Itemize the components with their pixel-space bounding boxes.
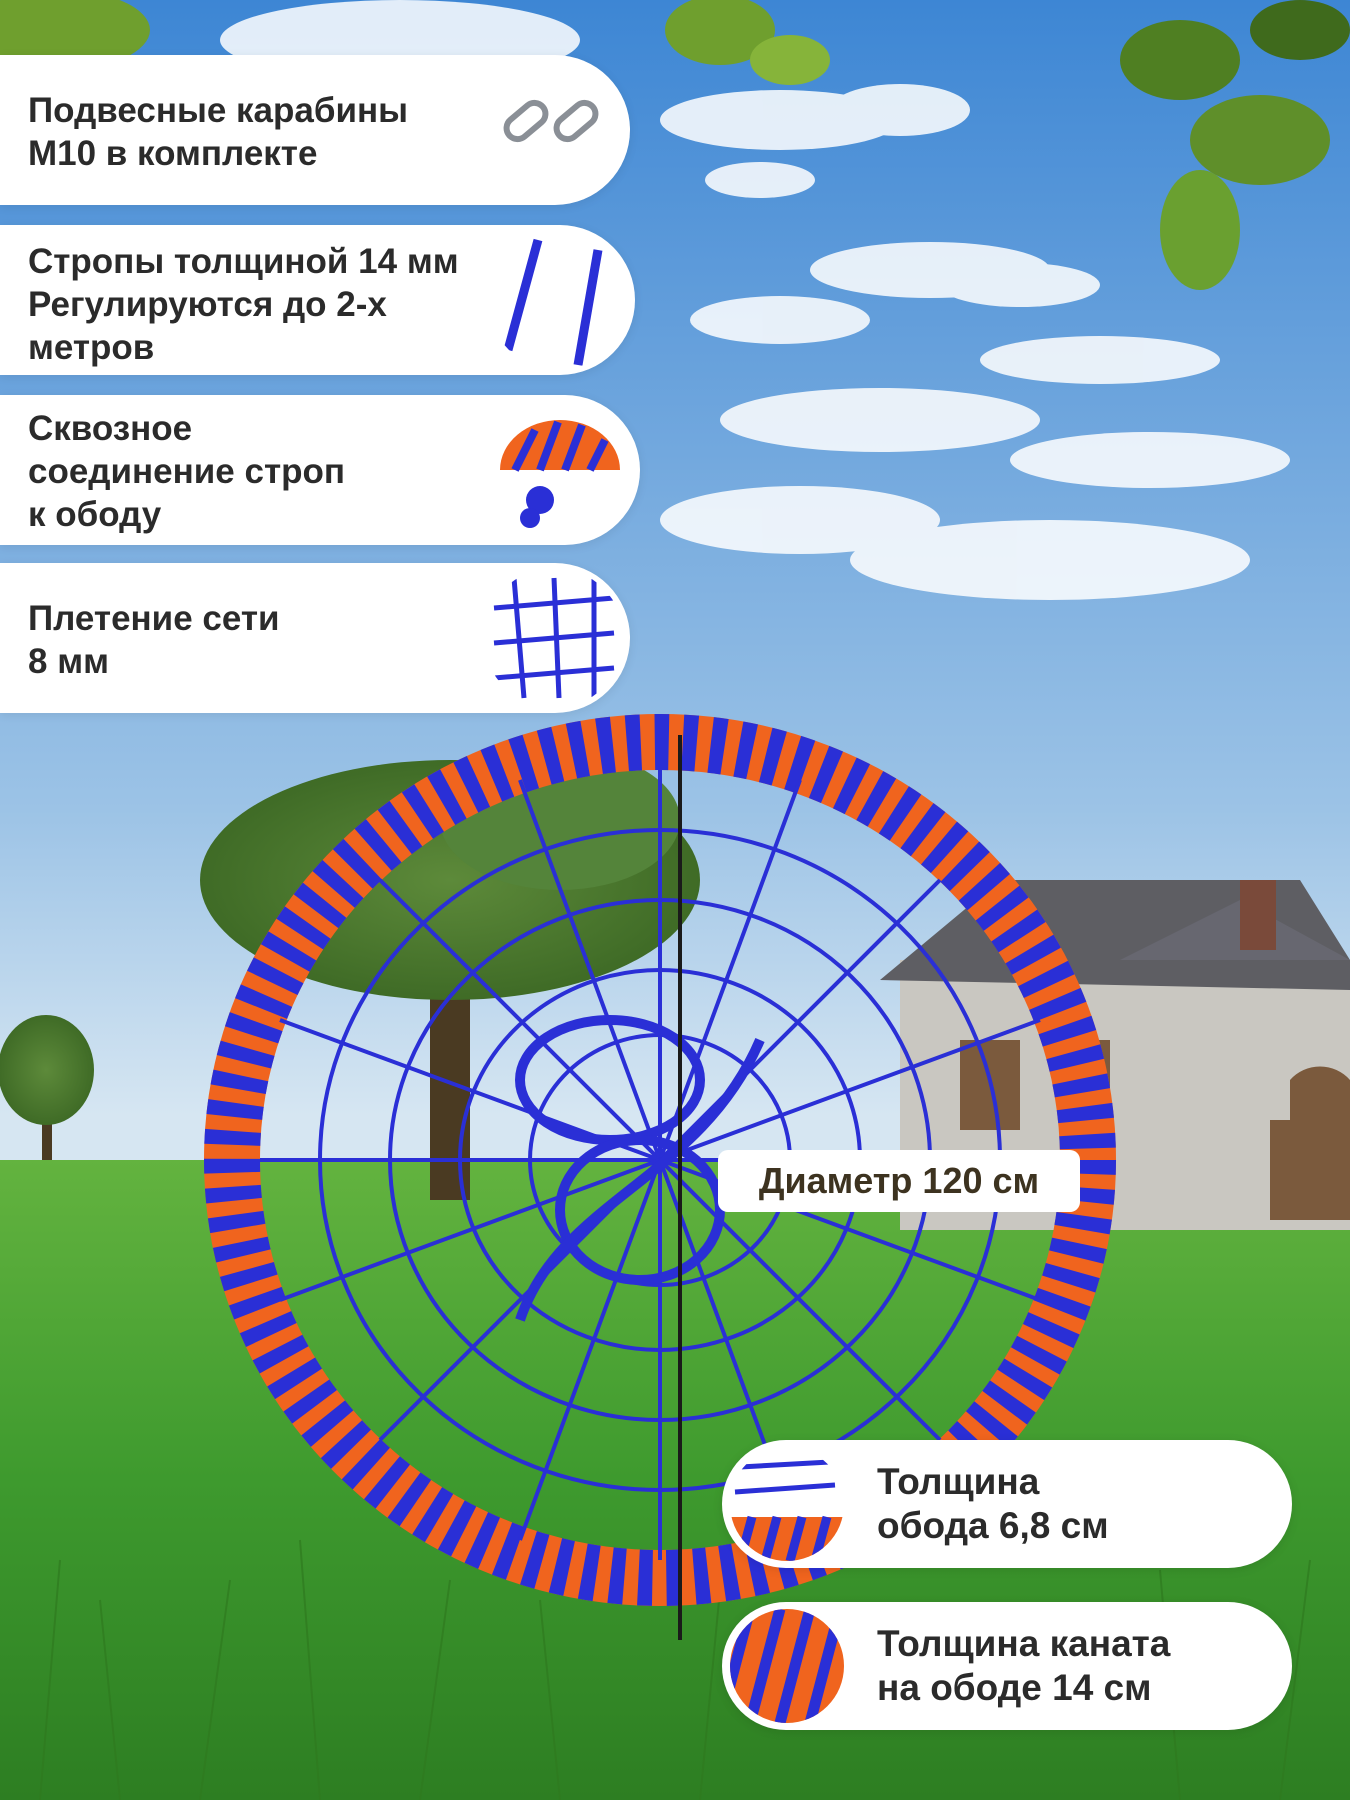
feature-carabiners-text: Подвесные карабины М10 в комплекте <box>28 91 409 173</box>
feature-straps-text: Стропы толщиной 14 мм Регулируются до 2-… <box>28 242 459 367</box>
carabiner-icon <box>484 60 624 200</box>
swing-center-ropes <box>515 1015 765 1322</box>
diameter-label: Диаметр 120 см <box>718 1150 1080 1212</box>
spec-rim-thickness: Толщина обода 6,8 см <box>722 1440 1292 1568</box>
feature-joint: Сквозное соединение строп к ободу <box>0 395 640 545</box>
rim-thickness-icon <box>730 1447 844 1561</box>
spec-rim-rope: Толщина каната на ободе 14 см <box>722 1602 1292 1730</box>
spec-rim-thickness-text: Толщина обода 6,8 см <box>877 1461 1109 1546</box>
net-weave-icon <box>484 568 624 708</box>
spec-rim-rope-text: Толщина каната на ободе 14 см <box>877 1623 1171 1708</box>
rope-joint-icon <box>490 400 630 540</box>
feature-carabiners: Подвесные карабины М10 в комплекте <box>0 55 630 205</box>
feature-straps: Стропы толщиной 14 мм Регулируются до 2-… <box>0 225 635 375</box>
feature-net: Плетение сети 8 мм <box>0 563 630 713</box>
rope-strap-icon <box>488 230 628 370</box>
feature-joint-text: Сквозное соединение строп к ободу <box>28 409 345 534</box>
nest-swing <box>204 714 1116 1640</box>
leaves <box>0 0 1350 290</box>
rim-rope-icon <box>730 1609 844 1723</box>
feature-net-text: Плетение сети 8 мм <box>28 599 280 681</box>
